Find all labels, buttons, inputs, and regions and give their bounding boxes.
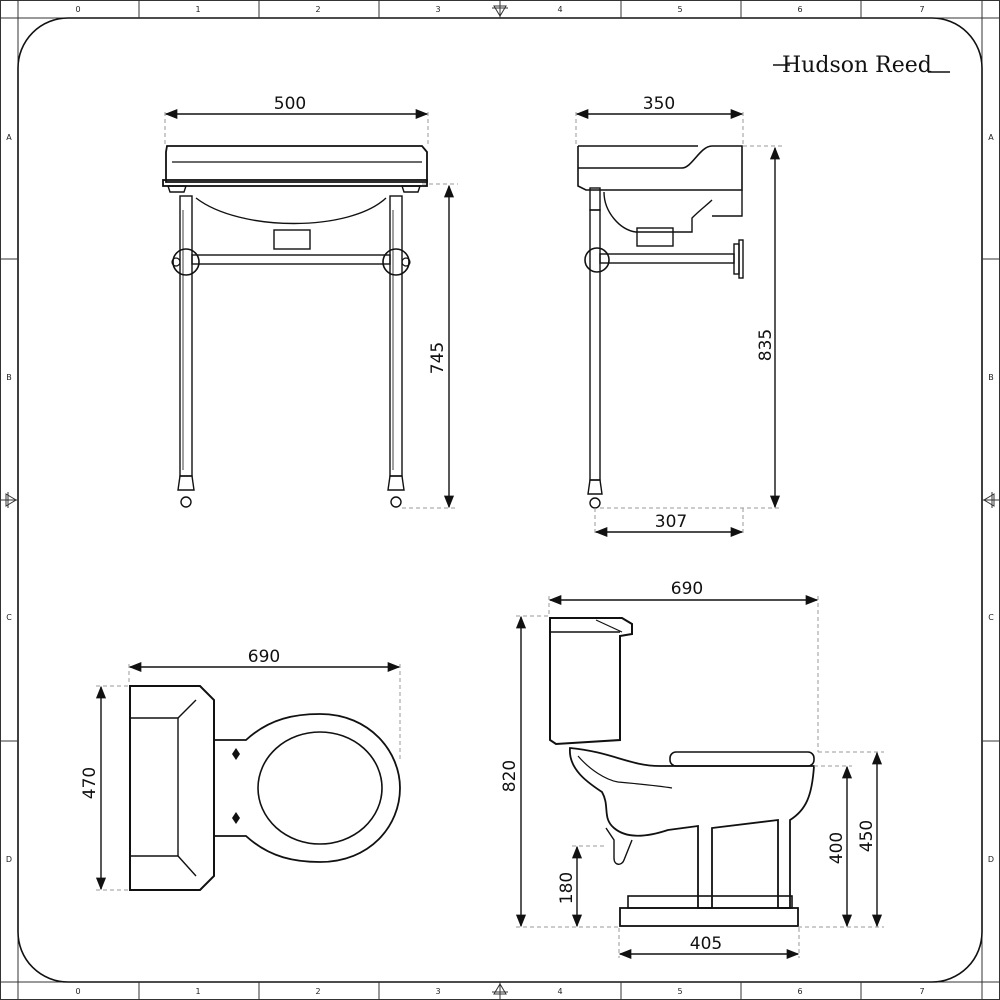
grid-column-label: 6 xyxy=(797,987,802,996)
grid-column-label: 6 xyxy=(797,5,802,14)
toilet-side-length-label: 690 xyxy=(671,579,703,599)
grid-column-label: 5 xyxy=(677,987,682,996)
grid-column-label: 2 xyxy=(315,5,320,14)
grid-row-label: A xyxy=(988,133,994,142)
grid-row-label: B xyxy=(6,373,12,382)
waste-height-label: 180 xyxy=(557,872,577,904)
grid-column-label: 0 xyxy=(75,987,80,996)
grid-column-label: 7 xyxy=(919,5,924,14)
grid-column-label: 1 xyxy=(195,5,200,14)
basin-front-view: 500 745 xyxy=(162,94,458,509)
toilet-height-label: 820 xyxy=(500,760,520,792)
grid-column-label: 4 xyxy=(557,987,562,996)
rim-height-label: 450 xyxy=(857,820,877,852)
basin-side-height-label: 835 xyxy=(756,329,776,361)
grid-row-label: D xyxy=(988,855,994,864)
basin-side-view: 350 835 307 xyxy=(575,94,782,538)
grid-column-label: 5 xyxy=(677,5,682,14)
basin-width-label: 500 xyxy=(274,94,306,114)
toilet-plan-width-label: 470 xyxy=(80,767,100,799)
basin-depth-label: 350 xyxy=(643,94,675,114)
grid-row-label: A xyxy=(6,133,12,142)
toilet-side-view: 690 820 180 400 450 405 xyxy=(500,579,884,960)
grid-column-label: 0 xyxy=(75,5,80,14)
grid-column-label: 3 xyxy=(435,5,440,14)
basin-front-height-label: 745 xyxy=(428,342,448,374)
grid-row-label: B xyxy=(988,373,994,382)
grid-column-label: 1 xyxy=(195,987,200,996)
grid-row-label: C xyxy=(988,613,994,622)
brand-logo: Hudson Reed xyxy=(773,53,950,78)
grid-row-label: C xyxy=(6,613,12,622)
brand-name: Hudson Reed xyxy=(782,53,932,78)
grid-column-label: 4 xyxy=(557,5,562,14)
basin-leg-depth-label: 307 xyxy=(655,512,687,532)
grid-column-label: 2 xyxy=(315,987,320,996)
grid-column-label: 3 xyxy=(435,987,440,996)
grid-row-label: D xyxy=(6,855,12,864)
toilet-plan-length-label: 690 xyxy=(248,647,280,667)
seat-height-label: 400 xyxy=(827,832,847,864)
foot-width-label: 405 xyxy=(690,934,722,954)
grid-column-label: 7 xyxy=(919,987,924,996)
toilet-plan-view: 690 470 xyxy=(80,647,401,891)
